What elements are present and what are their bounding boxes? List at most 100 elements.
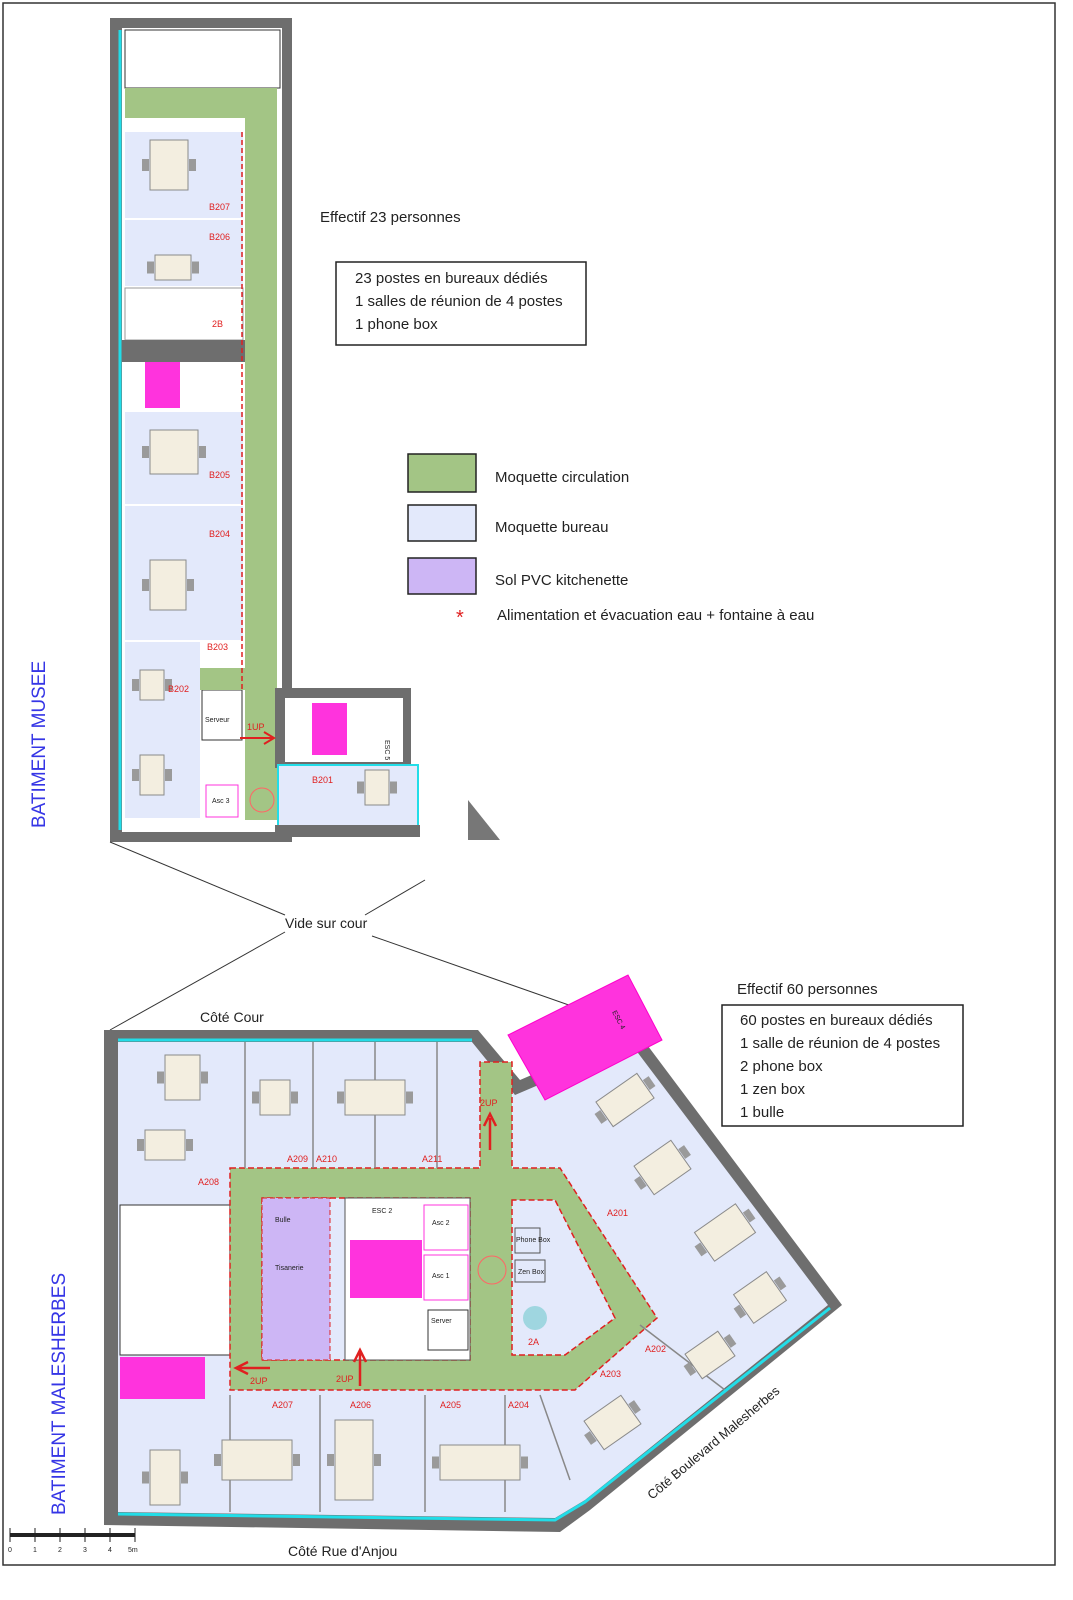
room-label: B205 [209, 470, 230, 480]
legend-label: Sol PVC kitchenette [495, 572, 628, 589]
summary-line: 1 salle de réunion de 4 postes [740, 1035, 940, 1052]
room-label: 2B [212, 319, 223, 329]
desk [157, 1054, 208, 1101]
scale-tick: 2 [58, 1547, 62, 1554]
room-label: 2UP [250, 1376, 268, 1386]
stairs-kitchen [120, 1357, 205, 1399]
desk [357, 769, 397, 806]
room-label: A201 [607, 1208, 628, 1218]
desk [432, 1444, 528, 1481]
stairs-kitchenette [145, 362, 180, 408]
legend: Moquette circulation Moquette bureau Sol… [407, 453, 814, 629]
stairs-esc4 [507, 974, 663, 1101]
scale-tick: 4 [108, 1547, 112, 1554]
room-label: 1UP [247, 722, 265, 732]
zen-box [514, 1259, 546, 1283]
stairs-esc5 [312, 703, 347, 755]
legend-swatch-circulation [407, 453, 477, 493]
headcount-musee: Effectif 23 personnes [320, 209, 461, 226]
desk [732, 1270, 788, 1325]
room-label: 2A [528, 1337, 539, 1347]
desk [633, 1139, 692, 1196]
desks-malesherbes [137, 1054, 788, 1506]
scale-tick: 5m [128, 1547, 138, 1554]
desk [683, 1330, 737, 1380]
desk [693, 1203, 757, 1262]
desk [327, 1419, 381, 1501]
desk [147, 254, 199, 281]
building-name-malesherbes: BATIMENT MALESHERBES [49, 1273, 70, 1515]
desk [594, 1072, 656, 1128]
wc-block-malesherbes [119, 1204, 231, 1356]
extension-wall-bottom [275, 825, 420, 837]
batiment-malesherbes [104, 974, 842, 1532]
room-label: 2UP [480, 1098, 498, 1108]
elevator-2 [423, 1204, 469, 1251]
desk [142, 139, 196, 191]
water-marker-icon: * [456, 607, 464, 629]
desk [142, 1449, 188, 1506]
wall-block [110, 340, 245, 362]
room-label: Zen Box [518, 1269, 545, 1276]
summary-line: 60 postes en bureaux dédiés [740, 1012, 933, 1029]
office-b201 [277, 764, 419, 828]
desk [137, 1129, 193, 1161]
side-label-anjou: Côté Rue d'Anjou [288, 1543, 397, 1559]
meeting-table [523, 1306, 547, 1330]
room-label: Asc 3 [212, 798, 230, 805]
room-label: Bulle [275, 1217, 291, 1224]
arrow-icon [233, 1360, 270, 1376]
room-label: Asc 1 [432, 1273, 450, 1280]
room-label: B202 [168, 684, 189, 694]
legend-label: Moquette circulation [495, 469, 629, 486]
summary-line: 23 postes en bureaux dédiés [355, 270, 548, 287]
arrow-icon [240, 731, 276, 745]
elevator [205, 784, 239, 818]
room-label: ESC 2 [372, 1208, 392, 1215]
meeting-room [124, 287, 244, 341]
room-label: B201 [312, 775, 333, 785]
courtyard-label: Vide sur cour [285, 915, 368, 931]
arrow-icon [352, 1347, 368, 1386]
desk [142, 429, 206, 475]
server-room [427, 1309, 469, 1351]
wc-block [124, 29, 281, 89]
summary-line: 2 phone box [740, 1058, 823, 1075]
room-label: A202 [645, 1344, 666, 1354]
tisanerie [261, 1197, 331, 1361]
arrow-icon [482, 1111, 498, 1150]
room-label: Phone Box [516, 1237, 551, 1244]
desks-musee [132, 139, 397, 806]
desk [132, 669, 172, 701]
legend-swatch-kitchenette [407, 557, 477, 595]
room-label: A211 [422, 1154, 442, 1164]
scale-tick: 0 [8, 1547, 12, 1554]
room-label: 2UP [336, 1374, 354, 1384]
room-label: B204 [209, 529, 230, 539]
summary-line: 1 salles de réunion de 4 postes [355, 293, 563, 310]
summary-box-musee [335, 261, 587, 346]
room-label: Serveur [205, 717, 230, 724]
elevator-1 [423, 1254, 469, 1301]
scale-tick: 3 [83, 1547, 87, 1554]
desk [142, 559, 194, 611]
server-room [201, 689, 243, 741]
circulation-nook [200, 668, 245, 690]
headcount-malesherbes: Effectif 60 personnes [737, 981, 878, 998]
room-label: A206 [350, 1400, 371, 1410]
room-label: A210 [316, 1154, 337, 1164]
building-name-musee: BATIMENT MUSEE [29, 661, 50, 828]
room-label: Tisanerie [275, 1265, 304, 1272]
side-label-cour: Côté Cour [200, 1009, 264, 1025]
room-label: A208 [198, 1177, 219, 1187]
room-label: A203 [600, 1369, 621, 1379]
legend-swatch-bureau [407, 504, 477, 542]
accessible-icon [249, 787, 275, 813]
summary-line: 1 phone box [355, 316, 438, 333]
room-label: ESC 5 [383, 740, 390, 760]
legend-label: Moquette bureau [495, 519, 608, 536]
stairs-esc2 [350, 1240, 422, 1298]
scale-tick: 1 [33, 1547, 37, 1554]
scale-bar: 0 1 2 3 4 5m [8, 1528, 138, 1554]
